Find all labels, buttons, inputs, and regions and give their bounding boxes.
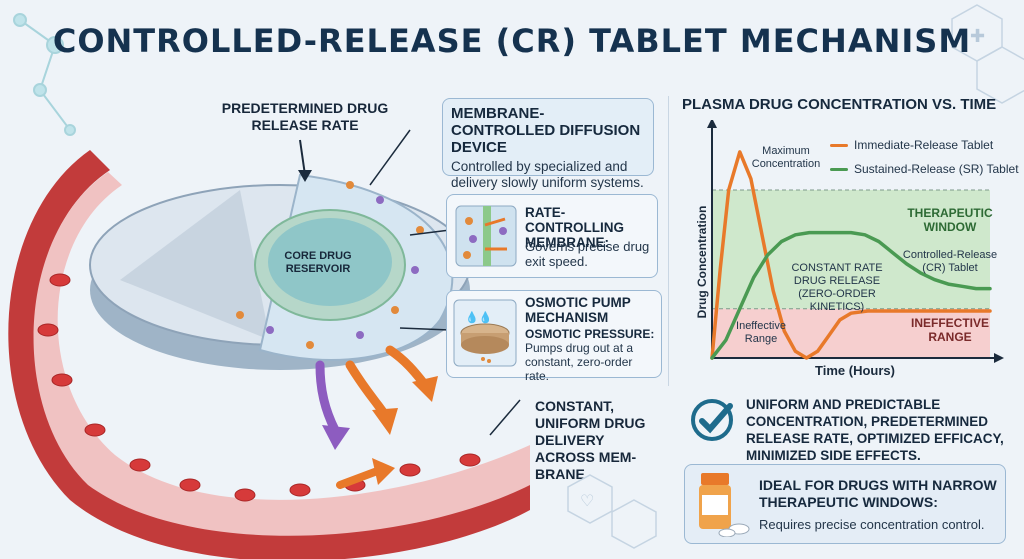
membrane-diffusion-heading: MEMBRANE-CONTROLLED DIFFUSION DEVICE (451, 105, 641, 156)
band-label-ineffective: INEFFECTIVE RANGE (910, 316, 989, 344)
legend-swatch-sustained (830, 167, 848, 171)
series-line-1 (710, 230, 992, 360)
legend-item-immediate: Immediate-Release Tablet (830, 136, 1020, 154)
osmotic-pump-box: 💧💧 OSMOTIC PUMP MECHANISM OSMOTIC PRESSU… (446, 290, 662, 383)
svg-text:✚: ✚ (970, 26, 985, 47)
section-divider (668, 96, 669, 386)
ideal-box: IDEAL FOR DRUGS WITH NARROW THERAPEUTIC … (684, 464, 1006, 544)
ylabel: Drug Concentration (695, 205, 709, 319)
rate-controlling-heading: RATE-CONTROLLING MEMBRANE: (525, 205, 624, 250)
band-1 (712, 308, 990, 358)
osmotic-pump-heading: OSMOTIC PUMP MECHANISM (525, 295, 631, 325)
legend-item-sustained: Sustained-Release (SR) Tablet (830, 160, 1020, 178)
ideal-body: Requires precise concentration control. (759, 517, 985, 532)
y-axis-arrow (707, 120, 717, 128)
legend-label-immediate: Immediate-Release Tablet (854, 138, 994, 152)
band-label-therapeutic: THERAPEUTIC WINDOW (907, 206, 993, 234)
osmotic-pump-body: Pumps drug out at a constant, zero-order… (525, 341, 634, 383)
hexagon-decoration-right: ✚ (951, 4, 1024, 104)
osmotic-pressure-heading: OSMOTIC PRESSURE: (525, 327, 655, 341)
page-title: CONTROLLED-RELEASE (CR) TABLET MECHANISM (52, 22, 972, 60)
legend: Immediate-Release Tablet Sustained-Relea… (830, 136, 1020, 178)
tablet (89, 173, 471, 370)
predetermined-rate-label: PREDETERMINED DRUG RELEASE RATE (221, 100, 389, 133)
summary-text: UNIFORM AND PREDICTABLE CONCENTRATION, P… (746, 397, 1004, 463)
legend-swatch-immediate (830, 143, 848, 147)
rate-controlling-box: RATE-CONTROLLING MEMBRANE: Governs preci… (446, 194, 658, 278)
annotation-max: Maximum Concentration (751, 145, 821, 170)
release-arrows (315, 345, 438, 489)
concentration-chart (707, 120, 1004, 363)
membrane-icon (455, 205, 517, 267)
svg-text:💧💧: 💧💧 (465, 311, 492, 324)
svg-text:♡: ♡ (580, 491, 594, 510)
rate-controlling-body: Governs precise drug exit speed. (525, 239, 650, 269)
chart-title: PLASMA DRUG CONCENTRATION VS. TIME (682, 96, 997, 113)
osmotic-pump-icon: 💧💧 (453, 299, 517, 367)
membrane-diffusion-box: MEMBRANE-CONTROLLED DIFFUSION DEVICE Con… (442, 98, 654, 190)
blood-vessel (8, 150, 530, 559)
molecule-decoration-left (13, 13, 76, 136)
hexagon-decoration-bottom: ♡ (567, 474, 657, 549)
checkmark-icon (691, 399, 733, 441)
ideal-heading: IDEAL FOR DRUGS WITH NARROW THERAPEUTIC … (759, 477, 997, 510)
annotation-constant: CONSTANT RATE DRUG RELEASE (ZERO-ORDER K… (791, 262, 883, 313)
constant-delivery-label: CONSTANT, UNIFORM DRUG DELIVERY ACROSS M… (535, 398, 646, 482)
core-reservoir-label: CORE DRUG RESERVOIR (284, 250, 352, 275)
tablet-illustration (8, 129, 530, 559)
legend-label-sustained: Sustained-Release (SR) Tablet (854, 162, 1019, 176)
series-line-0 (710, 150, 992, 360)
annotation-cr: Controlled-Release (CR) Tablet (902, 249, 998, 274)
xlabel: Time (Hours) (815, 363, 895, 378)
x-axis-arrow (994, 353, 1004, 363)
membrane-diffusion-body: Controlled by specialized and delivery s… (451, 159, 644, 190)
pill-bottle-icon (699, 473, 750, 537)
annotation-ineffective: Ineffective Range (736, 320, 786, 345)
